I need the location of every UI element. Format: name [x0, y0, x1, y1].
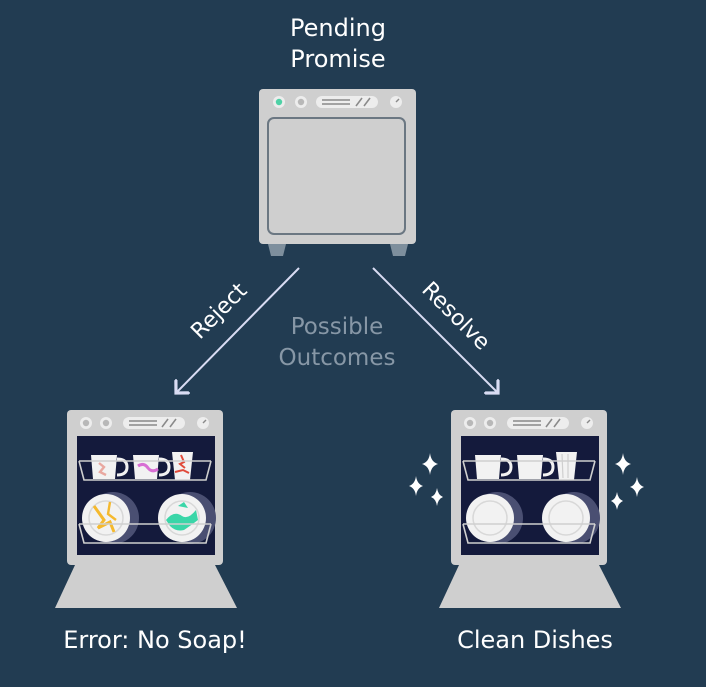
reject-arrow — [176, 267, 300, 393]
dishwasher-clean-icon — [439, 410, 621, 608]
possible-outcomes-label: Possible Outcomes — [278, 314, 396, 371]
sparkle-icon — [615, 453, 631, 475]
sparkle-icon — [431, 488, 443, 506]
resolve-arrow — [372, 267, 498, 393]
sparkle-icon — [630, 477, 644, 497]
dishwasher-dirty-icon — [55, 410, 237, 608]
sparkle-icon — [409, 476, 423, 496]
pending-promise-title: Pending Promise — [290, 14, 386, 73]
reject-outcome-label: Error: No Soap! — [63, 626, 247, 654]
sparkle-icon — [611, 492, 623, 510]
sparkle-icon — [422, 453, 438, 475]
dishwasher-closed-icon — [259, 89, 416, 256]
resolve-outcome-label: Clean Dishes — [457, 626, 613, 654]
